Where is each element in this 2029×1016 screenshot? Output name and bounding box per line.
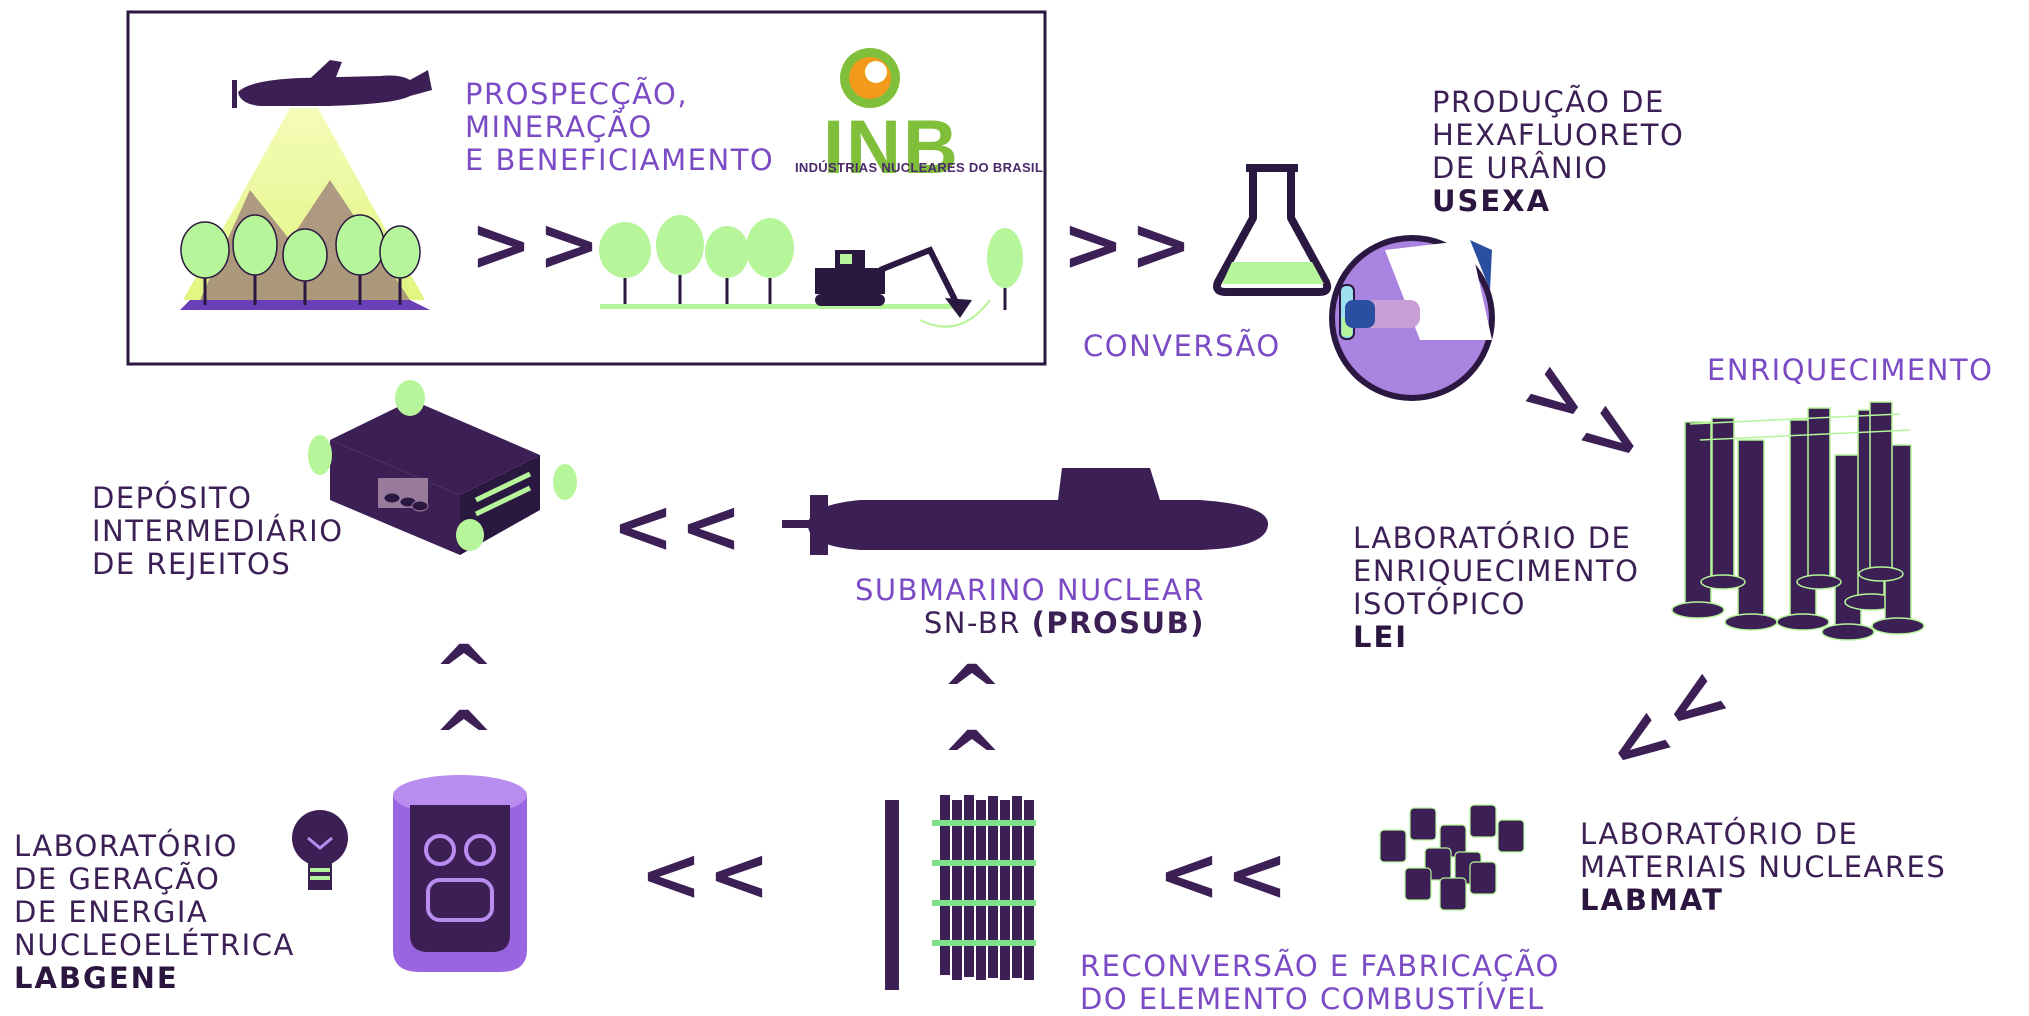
ground-line <box>600 304 960 309</box>
fuel-pellets-icon <box>1379 804 1525 911</box>
code-labgene: LABGENE <box>14 961 179 995</box>
trees-right <box>599 215 1023 288</box>
inb-logo-text: INB <box>823 105 960 190</box>
scientist-hand-icon <box>1329 235 1495 401</box>
airplane-icon <box>232 60 432 108</box>
label-enriquecimento: ENRIQUECIMENTO <box>1707 353 1994 387</box>
fuel-rod-bundle-icon <box>885 795 1036 990</box>
reactor-vessel-icon <box>393 775 527 972</box>
inb-logo-icon <box>840 48 900 108</box>
code-lei: LEI <box>1353 620 1409 654</box>
submarine-icon <box>782 468 1269 555</box>
centrifuge-cascade-icon <box>1671 401 1925 641</box>
waste-storage-building-icon <box>308 380 577 555</box>
inb-logo-subtitle: INDÚSTRIAS NUCLEARES DO BRASIL <box>795 160 1044 175</box>
lightbulb-icon <box>292 810 348 890</box>
excavator-icon <box>815 246 991 328</box>
arrow-to-labgene: << <box>640 832 777 918</box>
label-submarino: SUBMARINO NUCLEAR SN-BR (PROSUB) <box>855 573 1205 640</box>
label-conversao: CONVERSÃO <box>1083 329 1281 363</box>
arrow-up-submarine: ^^ <box>928 650 1015 782</box>
trees-left <box>180 214 421 282</box>
arrow-to-fuel: << <box>1158 832 1295 918</box>
flask-icon <box>1213 164 1332 296</box>
code-usexa: USEXA <box>1432 184 1552 218</box>
arrow-up-deposit: ^^ <box>420 630 507 762</box>
mining-stage-frame <box>126 10 1047 366</box>
code-prosub: (PROSUB) <box>1031 606 1205 640</box>
code-labmat: LABMAT <box>1580 883 1724 917</box>
arrow-mining-2: >> <box>1062 202 1199 288</box>
arrow-to-deposit: << <box>612 484 749 570</box>
arrow-mining-1: >> <box>470 202 607 288</box>
